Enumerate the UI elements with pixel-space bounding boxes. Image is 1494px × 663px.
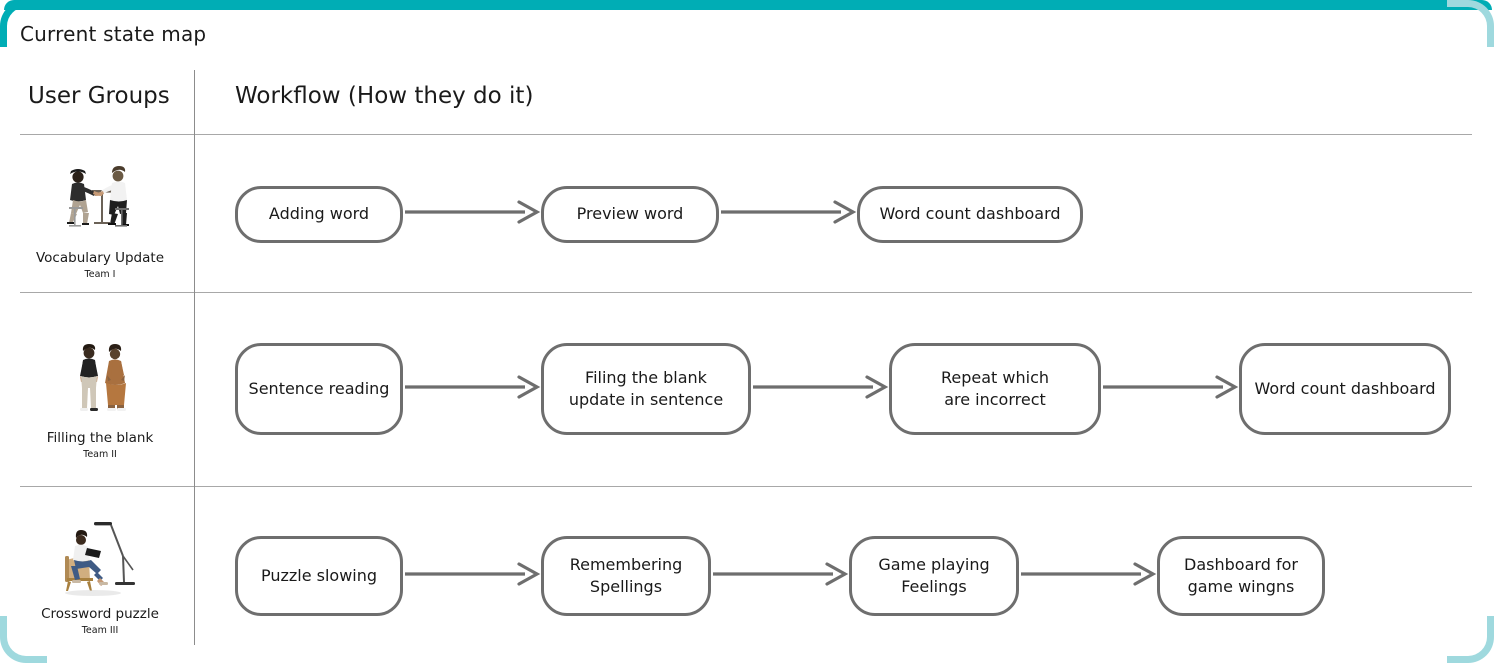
flow-arrow-icon [751, 375, 889, 403]
workflow-step-label: Word count dashboard [879, 204, 1061, 224]
user-group-team-label: Team III [81, 625, 119, 636]
workflow-step-node[interactable]: Word count dashboard [857, 185, 1083, 243]
flow-arrow-icon [403, 200, 541, 228]
workflow-step-node[interactable]: Adding word [235, 185, 403, 243]
workflow-step-label: Sentence reading [248, 379, 390, 399]
workflow-row: Adding word Preview word Word count dash… [235, 185, 1083, 243]
workflow-step-label: Puzzle slowing [260, 566, 378, 586]
flow-arrow-icon [403, 375, 541, 403]
user-group-name: Filling the blank [46, 430, 154, 446]
workflow-step-label: Filing the blank update in sentence [568, 368, 724, 409]
two-people-at-bar-table-illustration [45, 160, 155, 246]
workflow-step-label: Remembering Spellings [569, 555, 683, 596]
workflow-step-node[interactable]: Game playing Feelings [849, 536, 1019, 616]
flow-arrow-icon [711, 562, 849, 590]
workflow-step-label: Repeat which are incorrect [940, 368, 1049, 409]
workflow-step-node[interactable]: Filing the blank update in sentence [541, 343, 751, 435]
flow-arrow-icon [719, 200, 857, 228]
workflow-step-node[interactable]: Preview word [541, 185, 719, 243]
teal-corner-bottom-right [1447, 616, 1494, 663]
workflow-step-label: Word count dashboard [1254, 379, 1436, 399]
user-group-name: Vocabulary Update [35, 250, 164, 266]
workflow-step-node[interactable]: Dashboard for game wingns [1157, 536, 1325, 616]
workflow-step-node[interactable]: Word count dashboard [1239, 343, 1451, 435]
teal-corner-top-right [1447, 0, 1494, 47]
header-divider [20, 134, 1472, 135]
teal-top-bar [4, 0, 1492, 10]
workflow-row: Puzzle slowing Remembering Spellings Gam… [235, 536, 1325, 616]
workflow-step-label: Dashboard for game wingns [1184, 555, 1298, 596]
column-divider [194, 70, 195, 645]
row-divider-1 [20, 292, 1472, 293]
row-divider-2 [20, 486, 1472, 487]
two-people-standing-illustration [45, 340, 155, 426]
user-group-team-label: Team II [83, 449, 117, 460]
flow-arrow-icon [1019, 562, 1157, 590]
workflow-step-node[interactable]: Repeat which are incorrect [889, 343, 1101, 435]
teal-corner-bottom-left [0, 616, 47, 663]
workflow-step-node[interactable]: Puzzle slowing [235, 536, 403, 616]
workflow-step-node[interactable]: Sentence reading [235, 343, 403, 435]
user-group-team-label: Team I [84, 269, 116, 280]
teal-corner-top-left [0, 0, 47, 47]
workflow-step-label: Game playing Feelings [878, 555, 990, 596]
column-header-user-groups: User Groups [28, 83, 170, 109]
user-group-name: Crossword puzzle [41, 606, 159, 622]
column-header-workflow: Workflow (How they do it) [235, 83, 534, 109]
workflow-step-label: Adding word [268, 204, 370, 224]
workflow-step-label: Preview word [576, 204, 684, 224]
workflow-step-node[interactable]: Remembering Spellings [541, 536, 711, 616]
workflow-row: Sentence reading Filing the blank update… [235, 343, 1451, 435]
flow-arrow-icon [1101, 375, 1239, 403]
person-reading-in-chair-with-lamp-illustration [45, 516, 155, 602]
flow-arrow-icon [403, 562, 541, 590]
page-title: Current state map [20, 22, 207, 46]
